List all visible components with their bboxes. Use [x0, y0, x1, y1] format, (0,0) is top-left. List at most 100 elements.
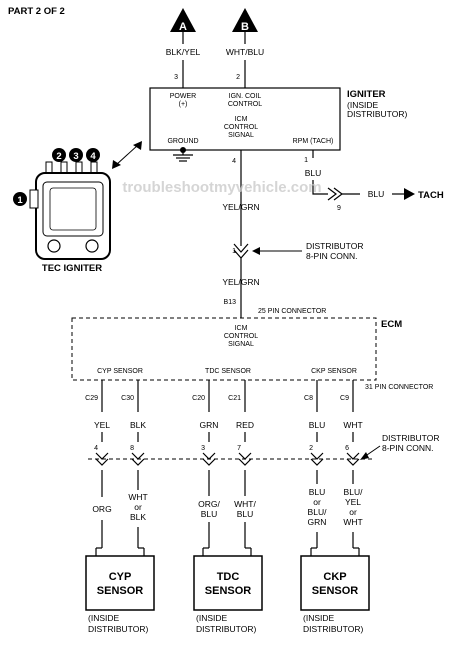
lower-wire-color-3: or: [349, 507, 357, 517]
igniter-rpm-label: RPM (TACH): [293, 138, 334, 145]
igniter-box: [149, 87, 341, 151]
ckp-sensor-box: CKP SENSOR (INSIDE DISTRIBUTOR): [300, 547, 370, 634]
tec-igniter-module: [29, 161, 111, 260]
cyp-sensor-box: CYP SENSOR (INSIDE DISTRIBUTOR): [85, 547, 155, 634]
tach-label: TACH: [418, 190, 444, 201]
lower-wire-color-3: BLU/: [308, 507, 328, 517]
dist-conn-upper-label-1: DISTRIBUTOR: [306, 241, 363, 251]
wire-color: YEL: [94, 420, 110, 430]
lower-wire-color: ORG: [92, 504, 111, 514]
ckp-sensor-location-1: (INSIDE: [303, 613, 335, 623]
lower-wire-color-1: WHT/: [234, 499, 256, 509]
igniter-pin-rpm: 1: [304, 157, 308, 164]
sensor-circuit-1: C29 YEL 4 ORG: [85, 380, 112, 548]
tdc-sensor-box: TDC SENSOR (INSIDE DISTRIBUTOR): [193, 547, 263, 634]
igniter-ign-coil-label-1: IGN. COIL: [229, 93, 262, 100]
dist-conn-pin: 8: [130, 445, 134, 452]
ecm-connector-31-label: 31 PIN CONNECTOR: [365, 384, 433, 391]
ecm-pin: C21: [228, 395, 241, 402]
ecm-icm-label-1: ICM: [235, 325, 248, 332]
ckp-sensor-location-2: DISTRIBUTOR): [303, 624, 363, 634]
igniter-title: IGNITER: [347, 89, 386, 100]
ecm-pin: C29: [85, 395, 98, 402]
lower-wire-color-1: WHT: [128, 492, 147, 502]
lower-wire-color-2: or: [134, 502, 142, 512]
tdc-sensor-location-1: (INSIDE: [196, 613, 228, 623]
igniter-icm-label-3: SIGNAL: [228, 132, 254, 139]
igniter-pin-icm: 4: [232, 158, 236, 165]
tec-badge-3: 3: [69, 148, 83, 162]
dist-conn-lower-label-1: DISTRIBUTOR: [382, 433, 439, 443]
ecm-pin: C20: [192, 395, 205, 402]
wire-icm-lower-color: YEL/GRN: [222, 277, 259, 287]
ecm-pin: C30: [121, 395, 134, 402]
dist-conn-pin: 7: [237, 445, 241, 452]
lower-wire-color-1: BLU: [309, 487, 326, 497]
dist-conn-lower-label-2: 8-PIN CONN.: [382, 443, 433, 453]
ecm-connector-25-label: 25 PIN CONNECTOR: [258, 308, 326, 315]
ecm-pin: C8: [304, 395, 313, 402]
tec-badge-4: 4: [86, 148, 100, 162]
connector-b: B: [232, 8, 258, 33]
dist-conn-pin: 6: [345, 445, 349, 452]
wire-color: BLU: [309, 420, 326, 430]
ckp-sensor-name-2: SENSOR: [312, 585, 359, 597]
lower-wire-color-2: BLU: [237, 509, 254, 519]
dist-conn-upper-label-2: 8-PIN CONN.: [306, 251, 357, 261]
dist-conn-pin: 4: [94, 445, 98, 452]
tec-igniter-label: TEC IGNITER: [42, 263, 102, 274]
ecm-title: ECM: [381, 319, 402, 330]
ecm-box: [71, 317, 377, 381]
watermark: troubleshootmyvehicle.com: [122, 179, 321, 196]
cyp-sensor-name-1: CYP: [109, 571, 132, 583]
wire-power-color: BLK/YEL: [166, 47, 201, 57]
svg-text:3: 3: [73, 151, 78, 162]
igniter-location-2: DISTRIBUTOR): [347, 109, 407, 119]
dist-conn-pin: 3: [201, 445, 205, 452]
ecm-icm-label-2: CONTROL: [224, 333, 258, 340]
igniter-icm-label-1: ICM: [235, 116, 248, 123]
part-label: PART 2 OF 2: [8, 6, 65, 17]
lower-wire-color-2: or: [313, 497, 321, 507]
lower-wire-color-2: BLU: [201, 509, 218, 519]
ecm-ckp-sensor-label: CKP SENSOR: [311, 368, 357, 375]
wire-icm-color: YEL/GRN: [222, 202, 259, 212]
wire-tach-upper-color: BLU: [305, 168, 322, 178]
tach-pin: 9: [337, 205, 341, 212]
wire-color: GRN: [200, 420, 219, 430]
igniter-ground-label: GROUND: [167, 138, 198, 145]
svg-text:1: 1: [17, 195, 23, 206]
sensor-circuit-4: C21 RED 7 WHT/ BLU: [228, 380, 256, 548]
ecm-cyp-sensor-label: CYP SENSOR: [97, 368, 143, 375]
ecm-tdc-sensor-label: TDC SENSOR: [205, 368, 251, 375]
sensor-circuit-3: C20 GRN 3 ORG/ BLU: [192, 380, 220, 548]
dist-conn-pin: 2: [309, 445, 313, 452]
lower-wire-color-1: BLU/: [344, 487, 364, 497]
ckp-sensor-name-1: CKP: [323, 571, 346, 583]
ground-symbol: [173, 147, 193, 162]
tec-badge-1: 1: [13, 192, 27, 206]
lower-wire-color-4: GRN: [308, 517, 327, 527]
svg-text:2: 2: [56, 151, 61, 162]
igniter-pin-power: 3: [174, 74, 178, 81]
tdc-sensor-name-2: SENSOR: [205, 585, 252, 597]
ecm-icm-label-3: SIGNAL: [228, 341, 254, 348]
igniter-power-label-2: (+): [179, 101, 188, 108]
cyp-sensor-location-2: DISTRIBUTOR): [88, 624, 148, 634]
connector-a: A: [170, 8, 196, 33]
cyp-sensor-name-2: SENSOR: [97, 585, 144, 597]
igniter-location-1: (INSIDE: [347, 100, 379, 110]
sensor-circuit-5: C8 BLU 2 BLU or BLU/ GRN: [304, 380, 327, 548]
cyp-sensor-location-1: (INSIDE: [88, 613, 120, 623]
lower-wire-color-1: ORG/: [198, 499, 220, 509]
wire-ign-coil-color: WHT/BLU: [226, 47, 264, 57]
tdc-sensor-name-1: TDC: [217, 571, 240, 583]
igniter-icm-label-2: CONTROL: [224, 124, 258, 131]
lower-wire-color-3: BLK: [130, 512, 146, 522]
svg-text:4: 4: [90, 151, 96, 162]
lower-wire-color-2: YEL: [345, 497, 361, 507]
double-arrow-icon: [112, 141, 142, 169]
ecm-pin: C9: [340, 395, 349, 402]
sensor-circuit-2: C30 BLK 8 WHT or BLK: [121, 380, 148, 548]
